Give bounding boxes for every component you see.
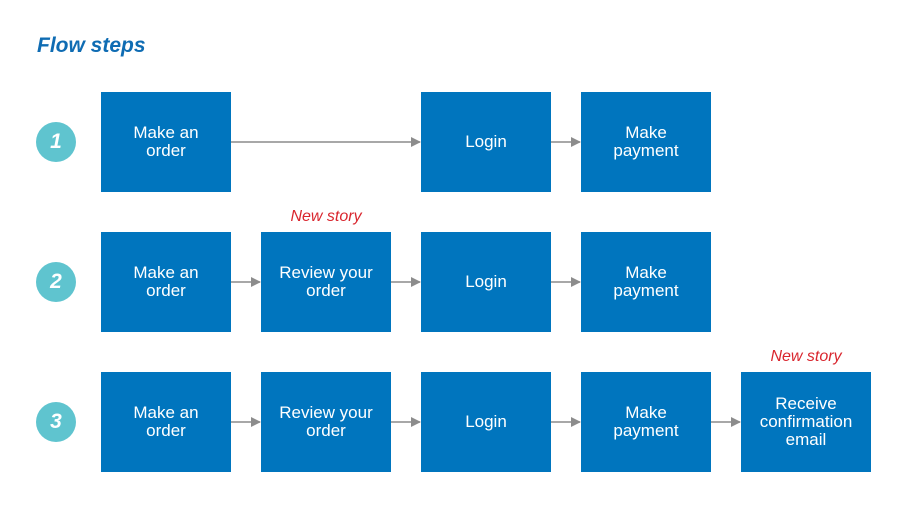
new-story-label: New story: [290, 208, 362, 225]
step-make-payment: Make payment: [581, 232, 711, 332]
row-number-badge: 1: [36, 122, 76, 162]
step-login: Login: [421, 232, 551, 332]
step-receive-confirmation-email: Receive confirmation email: [741, 372, 871, 472]
row-number-badge: 2: [36, 262, 76, 302]
step-make-order: Make an order: [101, 92, 231, 192]
step-login: Login: [421, 92, 551, 192]
step-login: Login: [421, 372, 551, 472]
step-review-order: Review your order: [261, 232, 391, 332]
page-title: Flow steps: [37, 34, 146, 57]
new-story-label: New story: [770, 348, 842, 365]
step-make-payment: Make payment: [581, 92, 711, 192]
step-make-order: Make an order: [101, 372, 231, 472]
step-make-payment: Make payment: [581, 372, 711, 472]
step-make-order: Make an order: [101, 232, 231, 332]
step-review-order: Review your order: [261, 372, 391, 472]
row-number-badge: 3: [36, 402, 76, 442]
